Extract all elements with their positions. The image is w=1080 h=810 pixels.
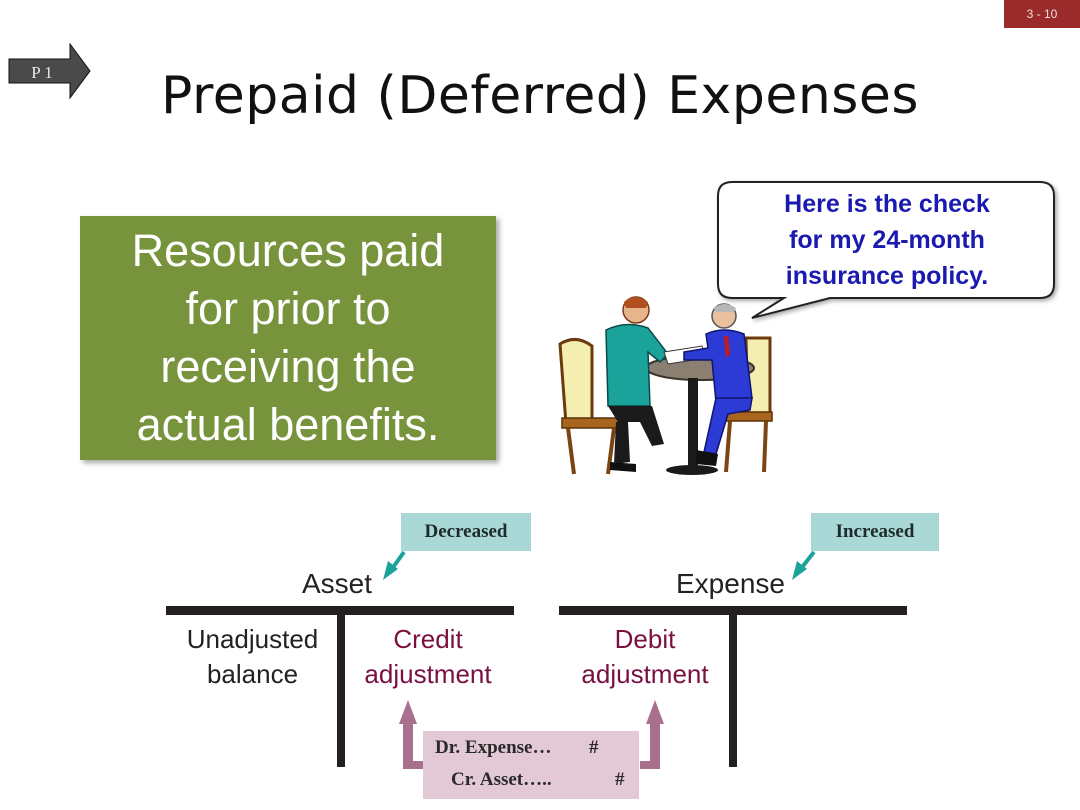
expense-left-line-2: adjustment <box>565 657 725 692</box>
asset-right-cell: Credit adjustment <box>348 622 508 692</box>
expense-left-cell: Debit adjustment <box>565 622 725 692</box>
journal-debit-amount: # <box>589 737 599 759</box>
journal-credit-line: Cr. Asset….. <box>451 769 552 791</box>
asset-left-line-1: Unadjusted <box>170 622 335 657</box>
journal-debit-line: Dr. Expense… <box>435 737 551 759</box>
expense-t-account-bar <box>559 606 907 615</box>
up-arrow-icon <box>646 700 664 724</box>
asset-t-account-bar <box>166 606 514 615</box>
teal-arrow-icon <box>383 552 404 580</box>
expense-t-account-divider <box>729 615 737 767</box>
journal-credit-amount: # <box>615 769 625 791</box>
asset-left-cell: Unadjusted balance <box>170 622 335 692</box>
expense-left-line-1: Debit <box>565 622 725 657</box>
asset-right-line-1: Credit <box>348 622 508 657</box>
asset-t-account-divider <box>337 615 345 767</box>
asset-right-line-2: adjustment <box>348 657 508 692</box>
asset-account-title: Asset <box>302 568 372 600</box>
asset-left-line-2: balance <box>170 657 335 692</box>
up-arrow-icon <box>399 700 417 724</box>
expense-account-title: Expense <box>676 568 785 600</box>
journal-entry-box: Dr. Expense… # Cr. Asset….. # <box>423 731 639 799</box>
teal-arrow-icon <box>792 552 814 580</box>
